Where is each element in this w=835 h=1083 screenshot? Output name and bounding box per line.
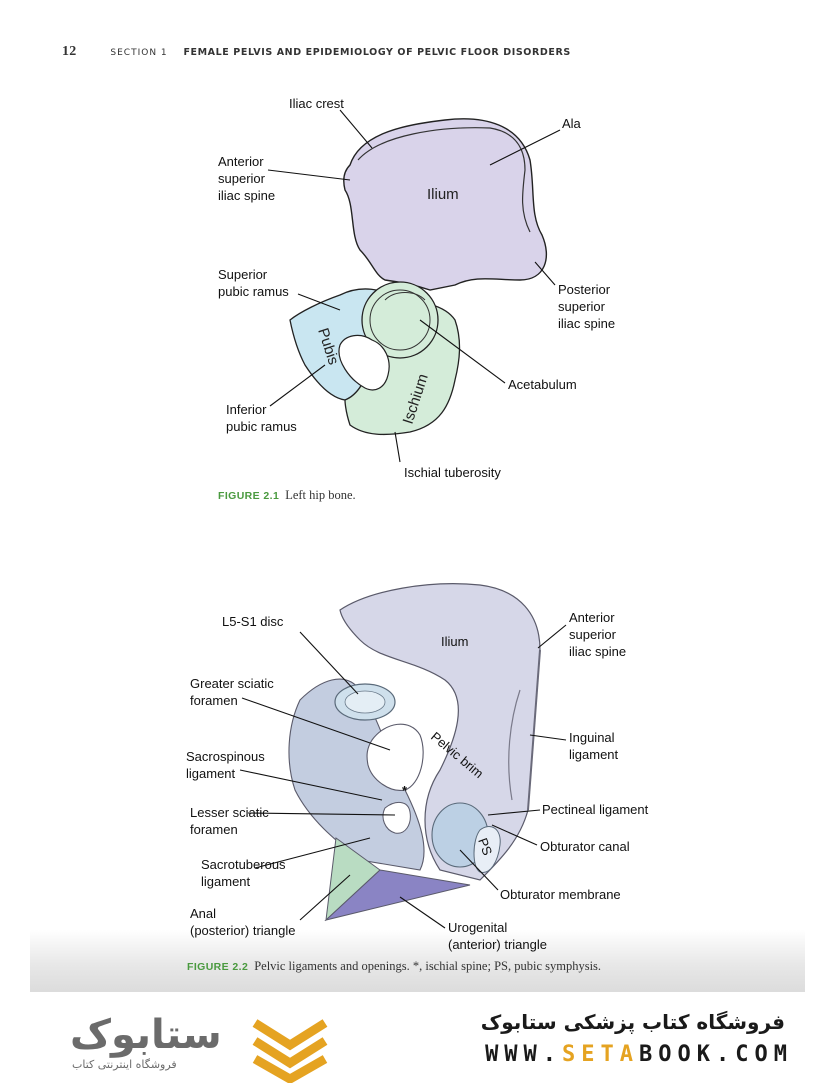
store-name: فروشگاه کتاب پزشکی ستابوک [480,1010,785,1034]
fig1-label-asis-3: iliac spine [218,188,275,203]
acetabulum-circle [361,281,439,359]
fig2-label-asis-2: superior [569,627,617,642]
fig1-label-ischial-tuberosity: Ischial tuberosity [404,465,501,480]
figure-2-2-caption-text: Pelvic ligaments and openings. *, ischia… [254,959,602,973]
fig2-label-lsf-1: Lesser sciatic [190,805,269,820]
fig2-greater-sciatic-foramen [366,723,424,791]
store-url-part-2: SETA [562,1042,640,1067]
fig2-label-ssl-2: ligament [186,766,236,781]
fig2-label-gsf-2: foramen [190,693,238,708]
page-number: 12 [62,44,77,59]
fig2-label-l5s1: L5-S1 disc [222,614,284,629]
figures-svg: Ilium Pubis Ischium Iliac crest Ala Ante… [186,96,649,952]
fig2-label-anal-1: Anal [190,906,216,921]
store-url[interactable]: WWW.SETABOOK.COM [485,1042,793,1067]
fig2-label-gsf-1: Greater sciatic [190,676,274,691]
setabook-logo-subtitle: فروشگاه اینترنتی کتاب [72,1058,177,1071]
fig2-label-ssl-1: Sacrospinous [186,749,265,764]
figure-2-1-caption-label: FIGURE 2.1 [218,490,280,502]
fig2-label-uro-1: Urogenital [448,920,507,935]
fig1-label-psis-1: Posterior [558,282,611,297]
fig1-label-ala: Ala [562,116,582,131]
fig2-label-lsf-2: foramen [190,822,238,837]
fig1-label-psis-2: superior [558,299,606,314]
fig2-label-ps: PS [475,836,495,858]
figure-2-2-pelvic-ligaments: Ilium Pelvic brim * PS L5-S1 disc Anter [186,583,649,952]
figure-2-2-caption: FIGURE 2.2 Pelvic ligaments and openings.… [187,959,601,974]
fig2-label-inguinal-2: ligament [569,747,619,762]
scan-shadow [30,930,805,992]
setabook-chevron-icon [252,1019,328,1083]
fig2-label-pectineal: Pectineal ligament [542,802,649,817]
fig1-label-ipr-2: pubic ramus [226,419,297,434]
fig1-label-ipr-1: Inferior [226,402,267,417]
setabook-logo: ستابوک [70,1012,222,1058]
fig2-lesser-sciatic-foramen [382,802,411,834]
obturator-foramen [338,334,390,391]
fig1-label-asis-1: Anterior [218,154,264,169]
fig2-label-uro-2: (anterior) triangle [448,937,547,952]
fig2-label-stl-1: Sacrotuberous [201,857,286,872]
section-label: SECTION 1 [110,48,168,58]
fig2-label-ischial-spine-star: * [402,783,408,798]
fig2-pubic-symphysis [473,826,501,873]
fig2-ilium-shape [339,583,541,881]
figure-2-1-caption: FIGURE 2.1 Left hip bone. [218,488,356,503]
fig2-label-asis-3: iliac spine [569,644,626,659]
store-url-part-1: WWW. [485,1042,563,1067]
fig1-label-spr-1: Superior [218,267,268,282]
running-head: 12 SECTION 1 FEMALE PELVIS AND EPIDEMIOL… [62,44,571,60]
fig2-label-anal-2: (posterior) triangle [190,923,296,938]
fig1-label-ilium: Ilium [427,186,459,203]
figure-2-1-hip-bone: Ilium Pubis Ischium Iliac crest Ala Ante… [218,96,615,480]
section-title: FEMALE PELVIS AND EPIDEMIOLOGY OF PELVIC… [183,47,571,58]
fig1-label-asis-2: superior [218,171,266,186]
fig2-label-obturator-canal: Obturator canal [540,839,630,854]
fig1-label-iliac-crest: Iliac crest [289,96,344,111]
fig1-label-spr-2: pubic ramus [218,284,289,299]
fig2-label-asis-1: Anterior [569,610,615,625]
ilium-shape [343,118,547,291]
fig2-label-inguinal-1: Inguinal [569,730,615,745]
store-url-part-3: B [639,1042,659,1067]
store-url-part-4: OOK.COM [658,1042,793,1067]
fig1-label-psis-3: iliac spine [558,316,615,331]
figure-2-2-caption-label: FIGURE 2.2 [187,961,249,973]
fig2-label-obturator-membrane: Obturator membrane [500,887,621,902]
fig1-label-acetabulum: Acetabulum [508,377,577,392]
fig2-label-stl-2: ligament [201,874,251,889]
fig2-urogenital-triangle [324,869,471,921]
fig2-label-ilium: Ilium [441,634,468,649]
figure-2-1-caption-text: Left hip bone. [285,488,356,502]
watermark-footer [0,995,835,1083]
